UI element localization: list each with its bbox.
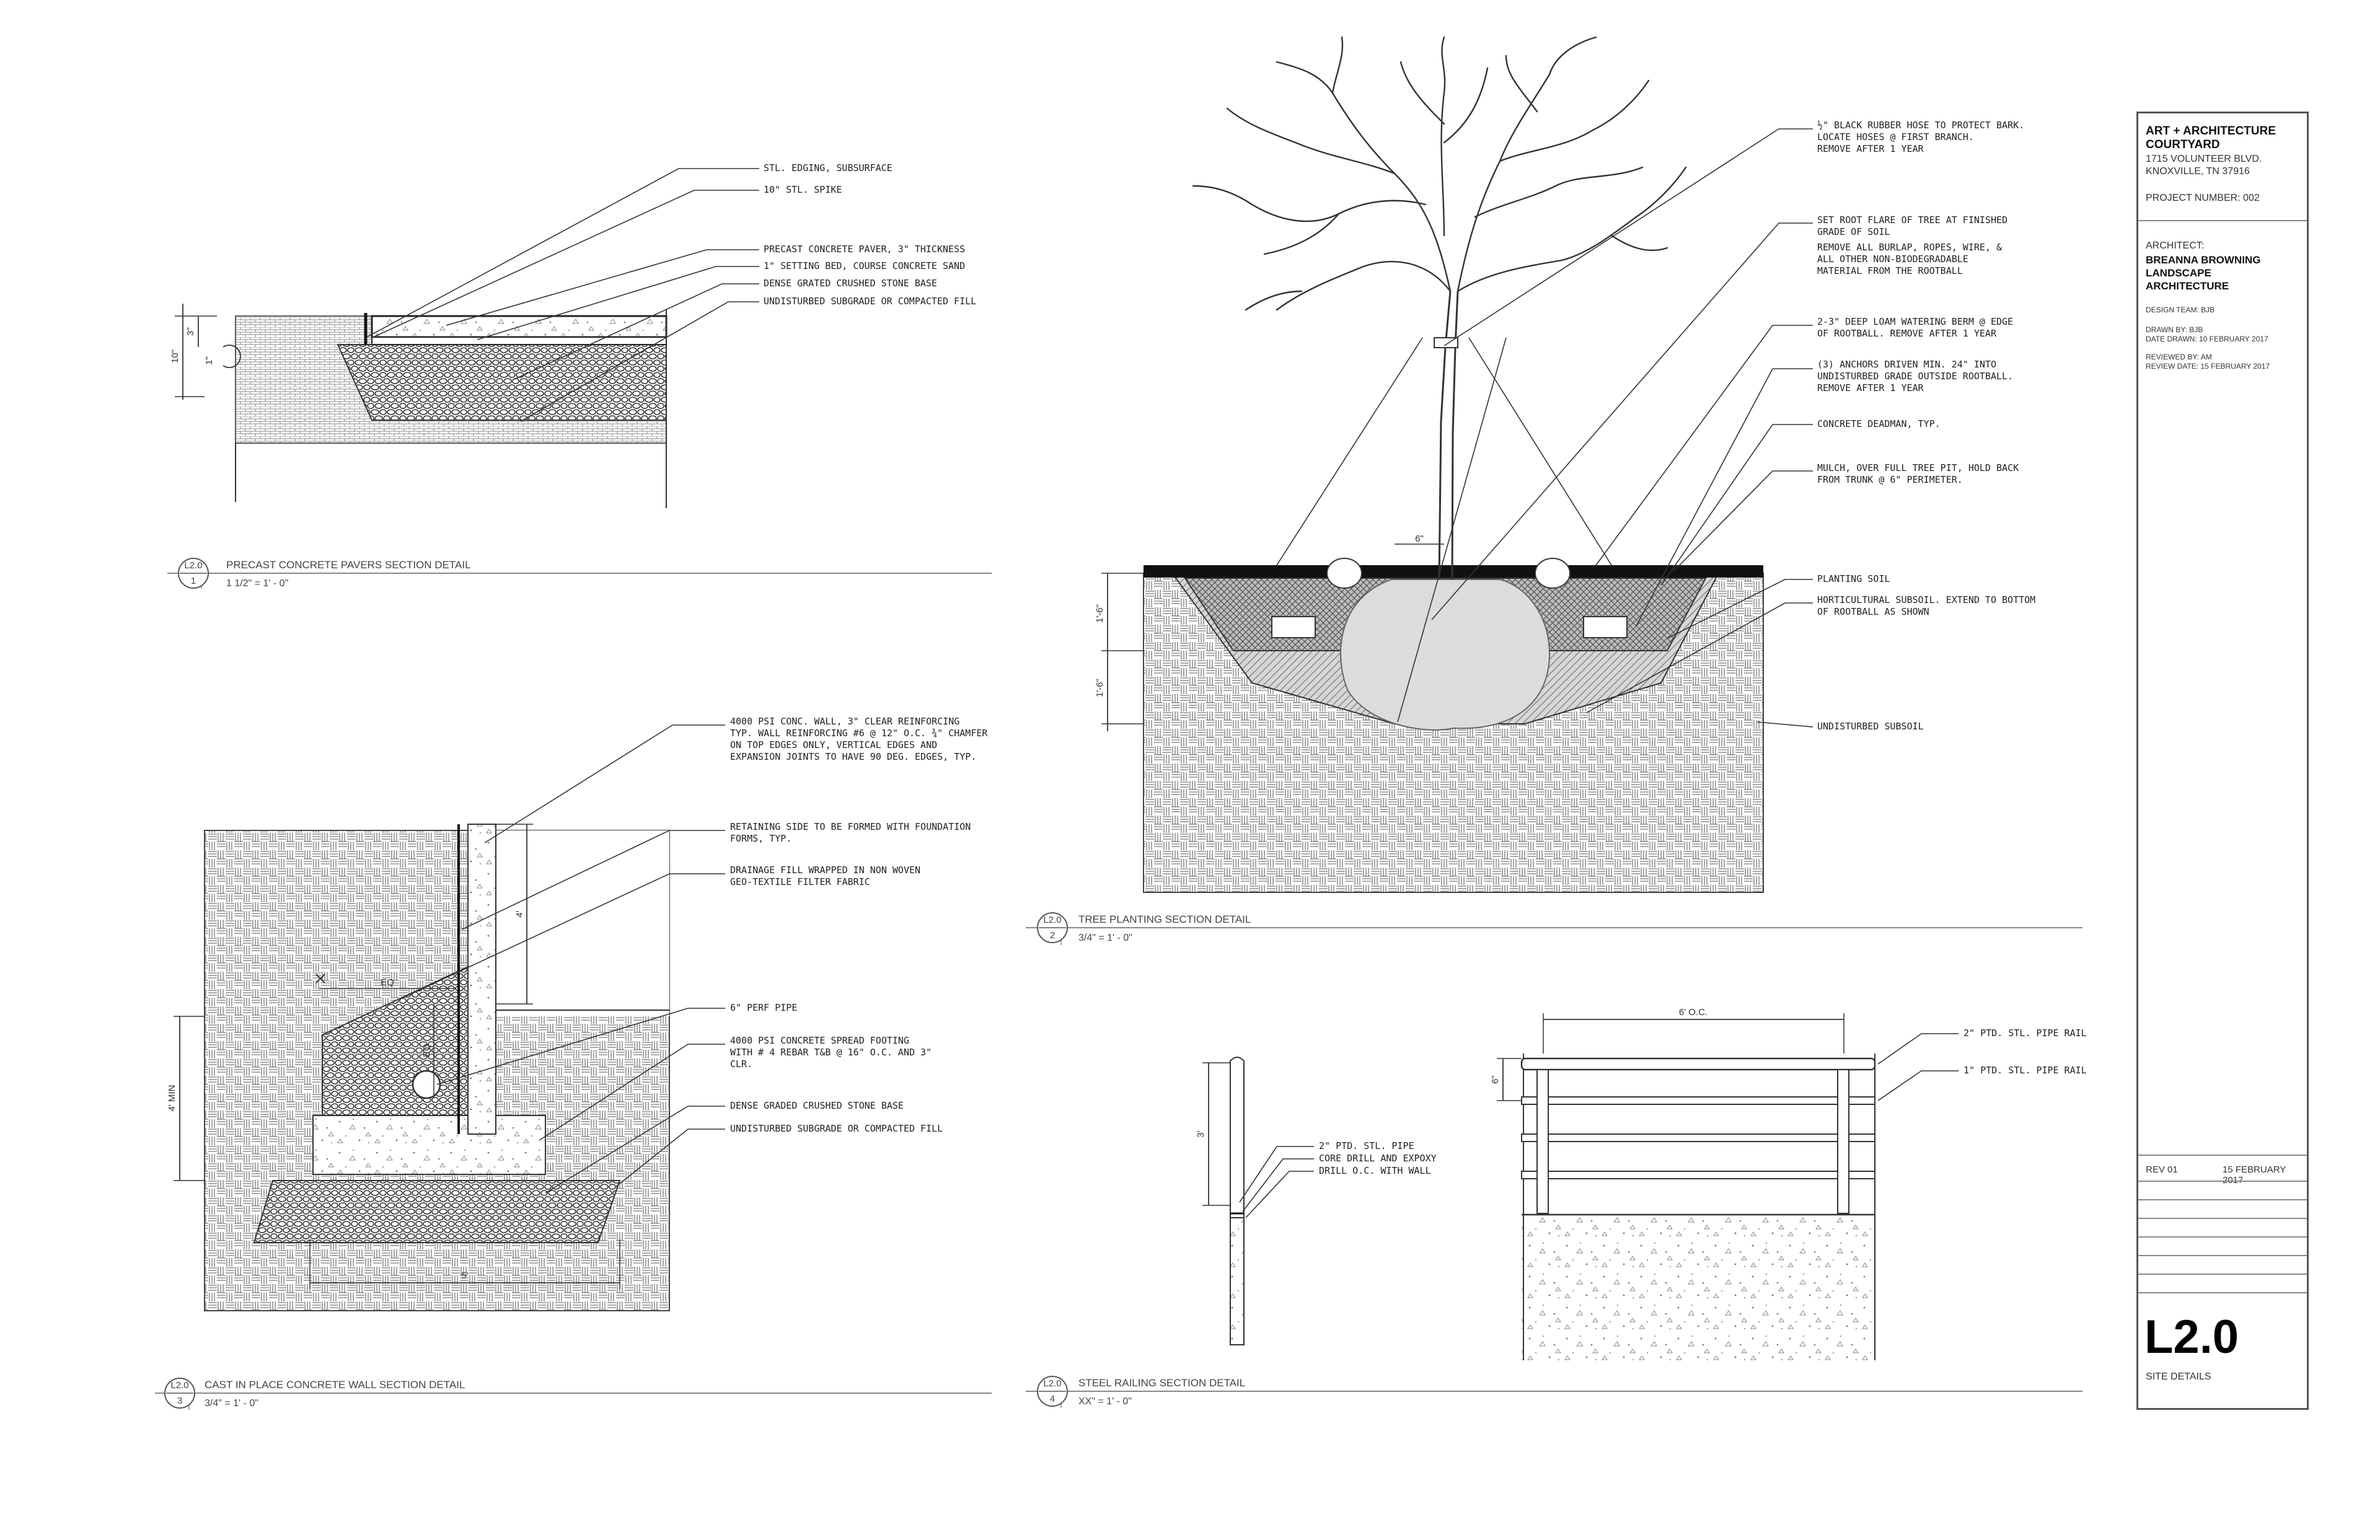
dim-d4-6in: 6" [1490,1075,1501,1084]
detail-2-sheet-ref: L2.0 [1043,915,1061,925]
detail-4-title: STEEL RAILING SECTION DETAIL [1078,1377,1245,1389]
architect-name: BREANNA BROWNING LANDSCAPE ARCHITECTURE [2146,254,2261,292]
detail-1-number: 1 [191,576,196,586]
detail-3-wall [155,724,992,1410]
detail-3-scale: 3/4" = 1' - 0" [205,1398,258,1409]
note-d2-berm: 2-3" DEEP LOAM WATERING BERM @ EDGE OF R… [1817,316,2014,339]
dim-d3-4ft-min: 4' MIN [167,1085,177,1112]
dim-d2-depth-2: 1'-6" [1095,679,1105,697]
reviewed-by: REVIEWED BY: AM REVIEW DATE: 15 FEBRUARY… [2146,353,2270,371]
revision-number: REV 01 [2146,1164,2178,1175]
note-d2-undisturbed: UNDISTURBED SUBSOIL [1817,721,1924,732]
note-d3-retaining: RETAINING SIDE TO BE FORMED WITH FOUNDAT… [730,821,971,844]
project-number: PROJECT NUMBER: 002 [2146,193,2260,203]
detail-1-sheet-ref: L2.0 [184,560,202,571]
note-d4-drill-oc: DRILL O.C. WITH WALL [1319,1165,1431,1176]
dim-d3-5ft: 5' [461,1270,468,1281]
dim-d2-depth-1: 1'-6" [1095,604,1105,623]
note-d1-edging: STL. EDGING, SUBSURFACE [764,162,892,174]
note-d4-core-drill: CORE DRILL AND EXPOXY [1319,1153,1437,1164]
project-name: ART + ARCHITECTURE COURTYARD [2146,125,2276,151]
dim-d4-6ft-oc: 6' O.C. [1679,1007,1708,1018]
detail-3-sheet-ref: L2.0 [170,1380,188,1391]
sheet-title: SITE DETAILS [2146,1371,2211,1382]
architect-label: ARCHITECT: [2146,240,2205,251]
dim-d1-10in: 10" [170,350,180,363]
sheet-number: L2.0 [2144,1311,2239,1363]
note-d3-stone-base: DENSE GRADED CRUSHED STONE BASE [730,1100,904,1111]
note-d3-wall: 4000 PSI CONC. WALL, 3" CLEAR REINFORCIN… [730,716,988,762]
dim-d3-eq-h: EQ [381,977,394,988]
note-d3-footing: 4000 PSI CONCRETE SPREAD FOOTING WITH # … [730,1035,932,1070]
detail-4-scale: XX" = 1' - 0" [1078,1396,1132,1407]
note-d2-mulch: MULCH, OVER FULL TREE PIT, HOLD BACK FRO… [1817,462,2019,485]
detail-3-number: 3 [177,1396,182,1406]
drawn-by: DRAWN BY: BJB DATE DRAWN: 10 FEBRUARY 20… [2146,325,2268,343]
detail-2-title: TREE PLANTING SECTION DETAIL [1078,913,1251,925]
note-d2-planting-soil: PLANTING SOIL [1817,573,1890,584]
note-d3-subgrade: UNDISTURBED SUBGRADE OR COMPACTED FILL [730,1123,943,1134]
detail-1-pavers [167,168,992,589]
note-d1-spike: 10" STL. SPIKE [764,184,842,195]
note-d4-pipe: 2" PTD. STL. PIPE [1319,1140,1414,1151]
note-d2-root-flare: SET ROOT FLARE OF TREE AT FINISHED GRADE… [1817,214,2008,237]
detail-4-railing [1026,1013,2082,1408]
note-d2-deadman: CONCRETE DEADMAN, TYP. [1817,418,1941,429]
note-d2-hose: ½" BLACK RUBBER HOSE TO PROTECT BARK. LO… [1817,120,2025,154]
note-d4-mid-rail: 1" PTD. STL. PIPE RAIL [1963,1065,2087,1076]
dim-d1-1in: 1" [204,356,214,365]
design-team: DESIGN TEAM: BJB [2146,306,2215,314]
detail-4-sheet-ref: L2.0 [1043,1378,1061,1389]
detail-1-scale: 1 1/2" = 1' - 0" [226,578,288,589]
detail-2-number: 2 [1050,930,1055,941]
note-d1-subgrade: UNDISTURBED SUBGRADE OR COMPACTED FILL [764,296,976,307]
dim-d3-4ft: 4' [514,910,525,917]
detail-2-scale: 3/4" = 1' - 0" [1078,933,1132,943]
note-d4-top-rail: 2" PTD. STL. PIPE RAIL [1963,1027,2087,1039]
note-d2-subsoil: HORTICULTURAL SUBSOIL. EXTEND TO BOTTOM … [1817,594,2036,617]
note-d3-perf-pipe: 6" PERF PIPE [730,1002,797,1013]
dim-d1-3in: 3" [185,327,196,336]
note-d1-stone-base: DENSE GRATED CRUSHED STONE BASE [764,278,937,289]
dim-d3-eq-v: EQ [421,1044,432,1057]
note-d1-paver: PRECAST CONCRETE PAVER, 3" THICKNESS [764,244,965,255]
note-d3-drainage: DRAINAGE FILL WRAPPED IN NON WOVEN GEO-T… [730,865,921,887]
title-block: ART + ARCHITECTURE COURTYARD 1715 VOLUNT… [2136,112,2309,1410]
detail-2-tree [1026,36,2082,945]
detail-3-title: CAST IN PLACE CONCRETE WALL SECTION DETA… [205,1379,465,1391]
note-d2-remove-burlap: REMOVE ALL BURLAP, ROPES, WIRE, & ALL OT… [1817,242,2003,276]
detail-1-title: PRECAST CONCRETE PAVERS SECTION DETAIL [226,559,471,571]
project-address: 1715 VOLUNTEER BLVD. KNOXVILLE, TN 37916 [2146,154,2262,177]
dim-d2-6in: 6" [1415,534,1424,544]
note-d1-setting-bed: 1" SETTING BED, COURSE CONCRETE SAND [764,260,965,271]
detail-4-number: 4 [1050,1394,1055,1404]
dim-d4-3ft: 3' [1196,1130,1206,1137]
note-d2-anchors: (3) ANCHORS DRIVEN MIN. 24" INTO UNDISTU… [1817,359,2014,394]
revision-date: 15 FEBRUARY 2017 [2223,1164,2286,1186]
